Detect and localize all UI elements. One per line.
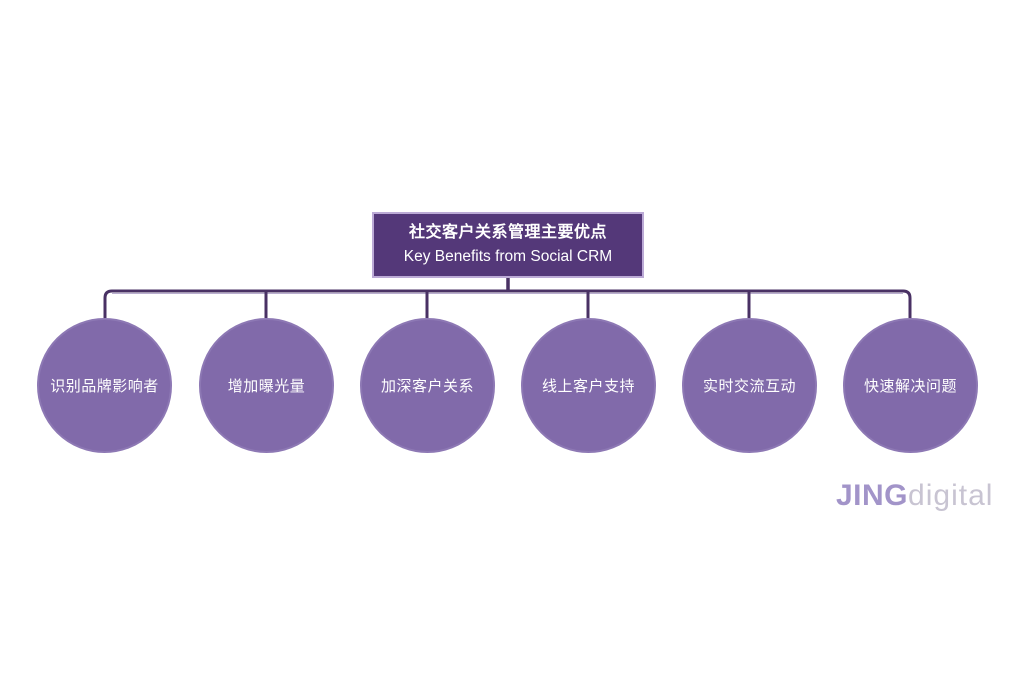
- root-title-zh: 社交客户关系管理主要优点: [408, 224, 607, 242]
- benefit-node-identify-influencers: 识别品牌影响者: [37, 318, 172, 453]
- benefit-label: 线上客户支持: [541, 378, 635, 395]
- benefit-node-fast-resolution: 快速解决问题: [843, 318, 978, 453]
- jingdigital-logo: JINGdigital: [836, 479, 993, 513]
- benefit-node-online-support: 线上客户支持: [521, 318, 656, 453]
- root-title-en: Key Benefits from Social CRM: [403, 248, 613, 266]
- logo-brand-text: JING: [836, 479, 909, 512]
- benefit-label: 快速解决问题: [863, 378, 957, 395]
- benefit-label: 加深客户关系: [380, 378, 474, 395]
- root-title-box: 社交客户关系管理主要优点 Key Benefits from Social CR…: [372, 212, 644, 278]
- logo-suffix-text: digital: [908, 479, 994, 512]
- benefit-label: 识别品牌影响者: [50, 378, 159, 395]
- benefit-node-realtime-interaction: 实时交流互动: [682, 318, 817, 453]
- benefit-label: 实时交流互动: [702, 378, 796, 395]
- benefit-node-deepen-relationships: 加深客户关系: [360, 318, 495, 453]
- benefit-label: 增加曝光量: [227, 378, 306, 395]
- benefit-node-increase-exposure: 增加曝光量: [199, 318, 334, 453]
